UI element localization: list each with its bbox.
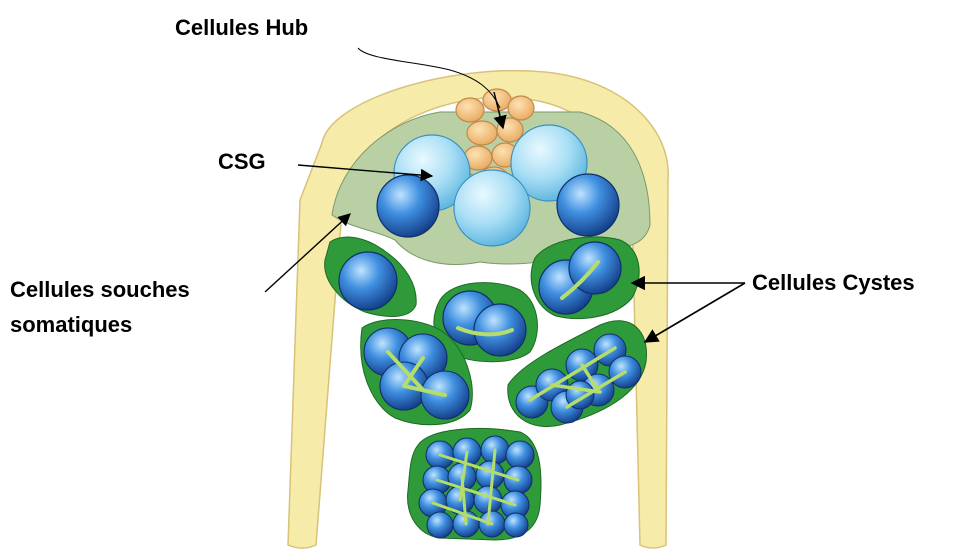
cyst-single-left: [325, 237, 417, 316]
cyst-sixteen-cells: [408, 428, 541, 540]
label-somatic-line1: Cellules souches: [10, 277, 190, 302]
label-hub-cells: Cellules Hub: [175, 15, 308, 40]
label-cyst-cells: Cellules Cystes: [752, 270, 915, 295]
label-csg: CSG: [218, 149, 266, 174]
cyst-two-cells-right: [531, 237, 639, 319]
label-somatic-line2: somatiques: [10, 312, 132, 337]
